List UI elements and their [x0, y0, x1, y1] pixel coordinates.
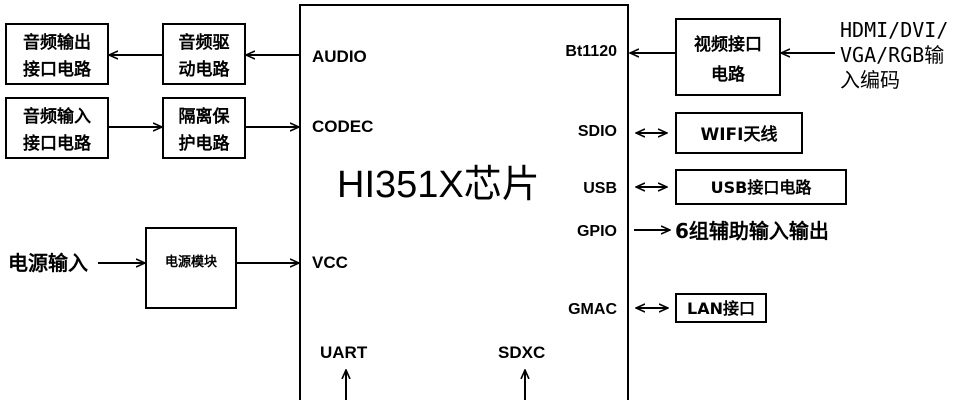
chip-title: HI351X芯片 — [337, 164, 540, 206]
isolation-line2: 护电路 — [179, 133, 231, 154]
wifi-label: WIFI天线 — [700, 124, 777, 145]
wifi-antenna-block: WIFI天线 — [675, 112, 803, 154]
lan-label: LAN接口 — [687, 299, 755, 318]
audio-driver-line1: 音频驱 — [179, 32, 230, 53]
video-input-line1: HDMI/DVI/ — [840, 18, 948, 42]
video-interface-block: 视频接口 电路 — [675, 18, 781, 96]
lan-interface-block: LAN接口 — [675, 293, 767, 323]
gpio-io-label: 6组辅助输入输出 — [675, 219, 829, 243]
audio-driver-line2: 动电路 — [179, 59, 231, 80]
isolation-protection-block: 隔离保 护电路 — [162, 97, 246, 159]
main-chip: HI351X芯片 — [299, 4, 629, 400]
pin-uart: UART — [320, 343, 368, 362]
audio-output-interface-block: 音频输出 接口电路 — [5, 23, 109, 85]
usb-interface-block: USB接口电路 — [675, 169, 847, 205]
audio-out-line1: 音频输出 — [23, 32, 91, 53]
pin-gmac: GMAC — [568, 301, 617, 318]
audio-out-line2: 接口电路 — [23, 59, 92, 80]
pin-audio: AUDIO — [312, 47, 367, 66]
pin-codec: CODEC — [312, 117, 373, 136]
isolation-line1: 隔离保 — [179, 106, 231, 127]
pin-gpio: GPIO — [577, 223, 617, 240]
pin-sdxc: SDXC — [498, 343, 545, 362]
pin-usb: USB — [583, 180, 617, 197]
pin-bt1120: Bt1120 — [565, 43, 617, 60]
power-input-label: 电源输入 — [8, 251, 88, 275]
pin-sdio: SDIO — [578, 123, 617, 140]
video-if-line2: 电路 — [711, 64, 746, 85]
power-module-label: 电源模块 — [165, 254, 218, 270]
audio-in-line1: 音频输入 — [23, 106, 91, 127]
pin-vcc: VCC — [312, 253, 348, 272]
video-if-line1: 视频接口 — [694, 34, 762, 55]
audio-driver-block: 音频驱 动电路 — [162, 23, 246, 85]
audio-input-interface-block: 音频输入 接口电路 — [5, 97, 109, 159]
video-input-line2: VGA/RGB输 — [840, 43, 944, 67]
power-module-block: 电源模块 — [145, 227, 237, 309]
video-input-line3: 入编码 — [840, 68, 900, 92]
usb-interface-label: USB接口电路 — [711, 178, 813, 197]
audio-in-line2: 接口电路 — [23, 133, 92, 154]
